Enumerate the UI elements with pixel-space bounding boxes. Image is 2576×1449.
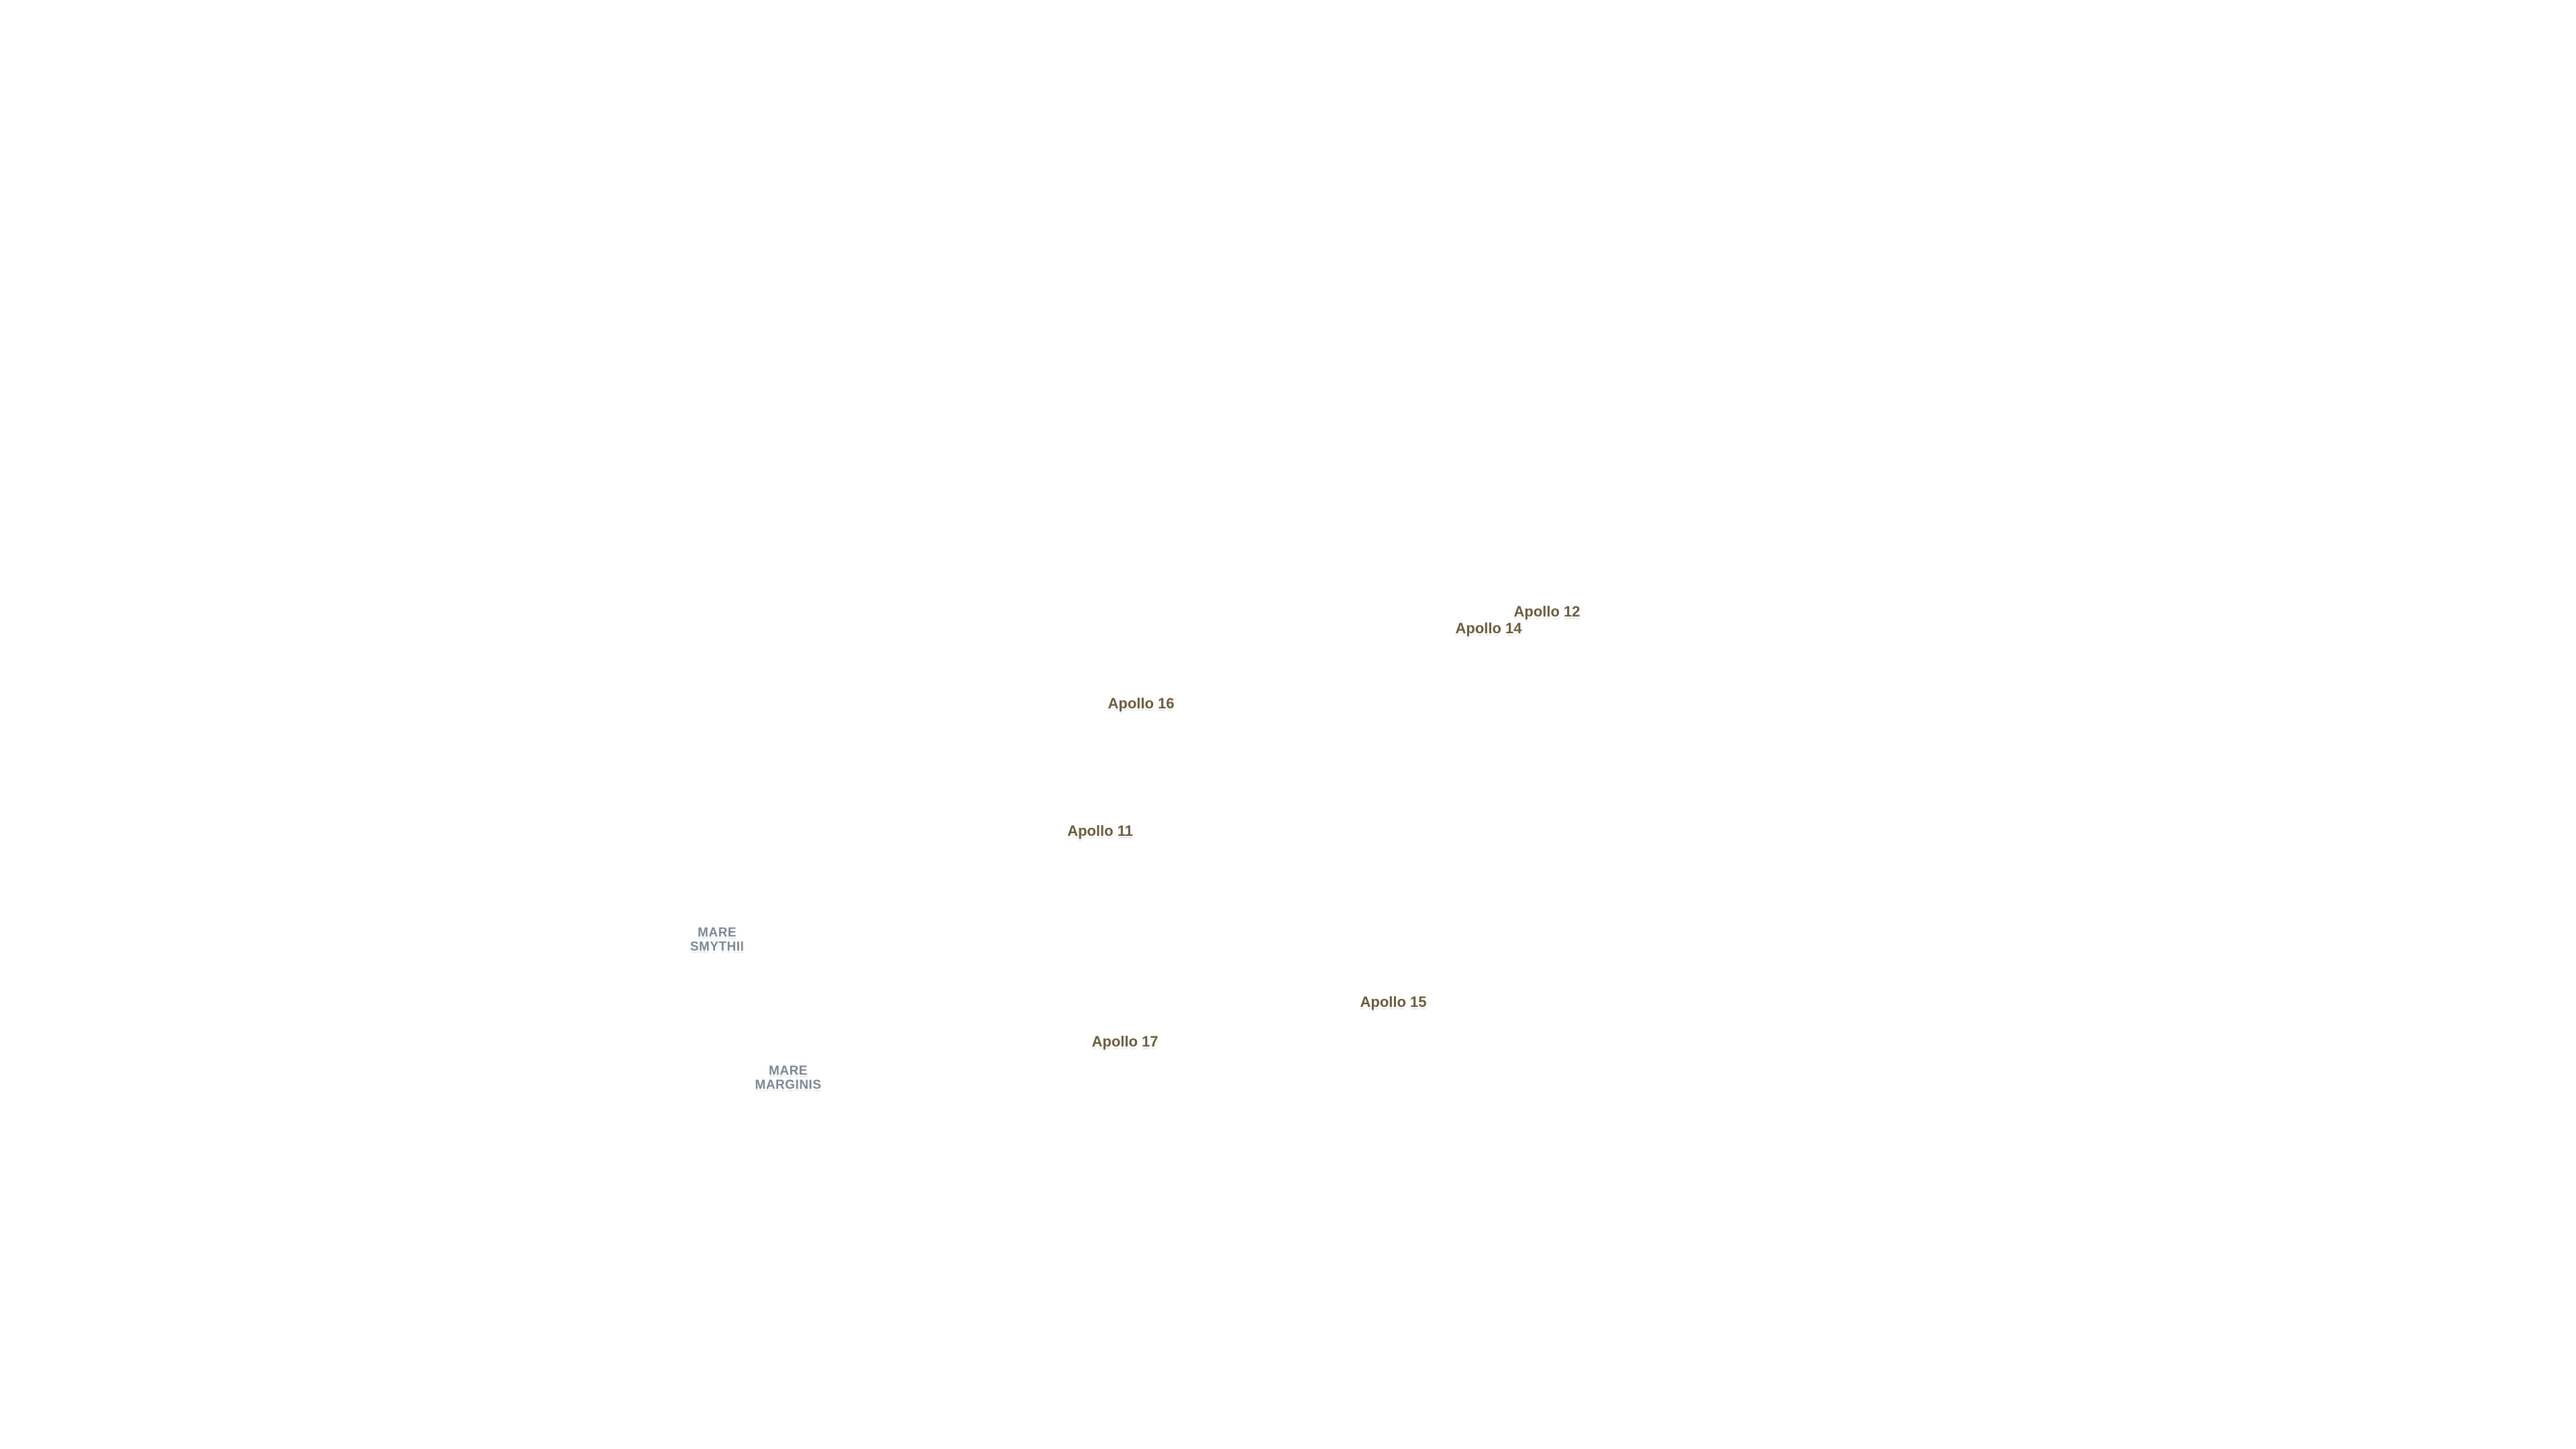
mare-label-line: SMYTHII — [690, 940, 745, 954]
landing-site-label: Apollo 16 — [1108, 695, 1175, 712]
landing-site-marker-icon — [1123, 1043, 1126, 1046]
mare-label-line: MARGINIS — [755, 1078, 822, 1092]
landing-site-apollo-12[interactable]: Apollo 12 — [1513, 604, 1580, 620]
landing-site-marker-icon — [1139, 705, 1142, 708]
landing-site-marker-icon — [1098, 833, 1102, 835]
mare-label-line: MARE — [769, 1064, 808, 1078]
mare-label-smythii[interactable]: MARE SMYTHII — [690, 926, 745, 954]
landing-site-apollo-14[interactable]: Apollo 14 — [1455, 621, 1521, 637]
landing-site-apollo-15[interactable]: Apollo 15 — [1360, 994, 1426, 1010]
landing-site-label: Apollo 14 — [1455, 620, 1522, 637]
mare-label-line: MARE — [698, 926, 737, 940]
landing-site-label: Apollo 15 — [1360, 994, 1427, 1010]
landing-site-apollo-17[interactable]: Apollo 17 — [1091, 1034, 1158, 1050]
landing-site-label: Apollo 11 — [1067, 822, 1133, 839]
landing-site-apollo-11[interactable]: Apollo 11 — [1067, 823, 1133, 839]
landing-site-label: Apollo 17 — [1091, 1033, 1159, 1050]
mare-label-marginis[interactable]: MARE MARGINIS — [755, 1064, 822, 1092]
landing-site-apollo-16[interactable]: Apollo 16 — [1108, 696, 1174, 712]
landing-site-marker-icon — [1545, 613, 1548, 616]
landing-site-label: Apollo 12 — [1513, 603, 1580, 620]
landing-site-marker-icon — [1391, 1004, 1395, 1006]
landing-site-marker-icon — [1487, 630, 1490, 633]
